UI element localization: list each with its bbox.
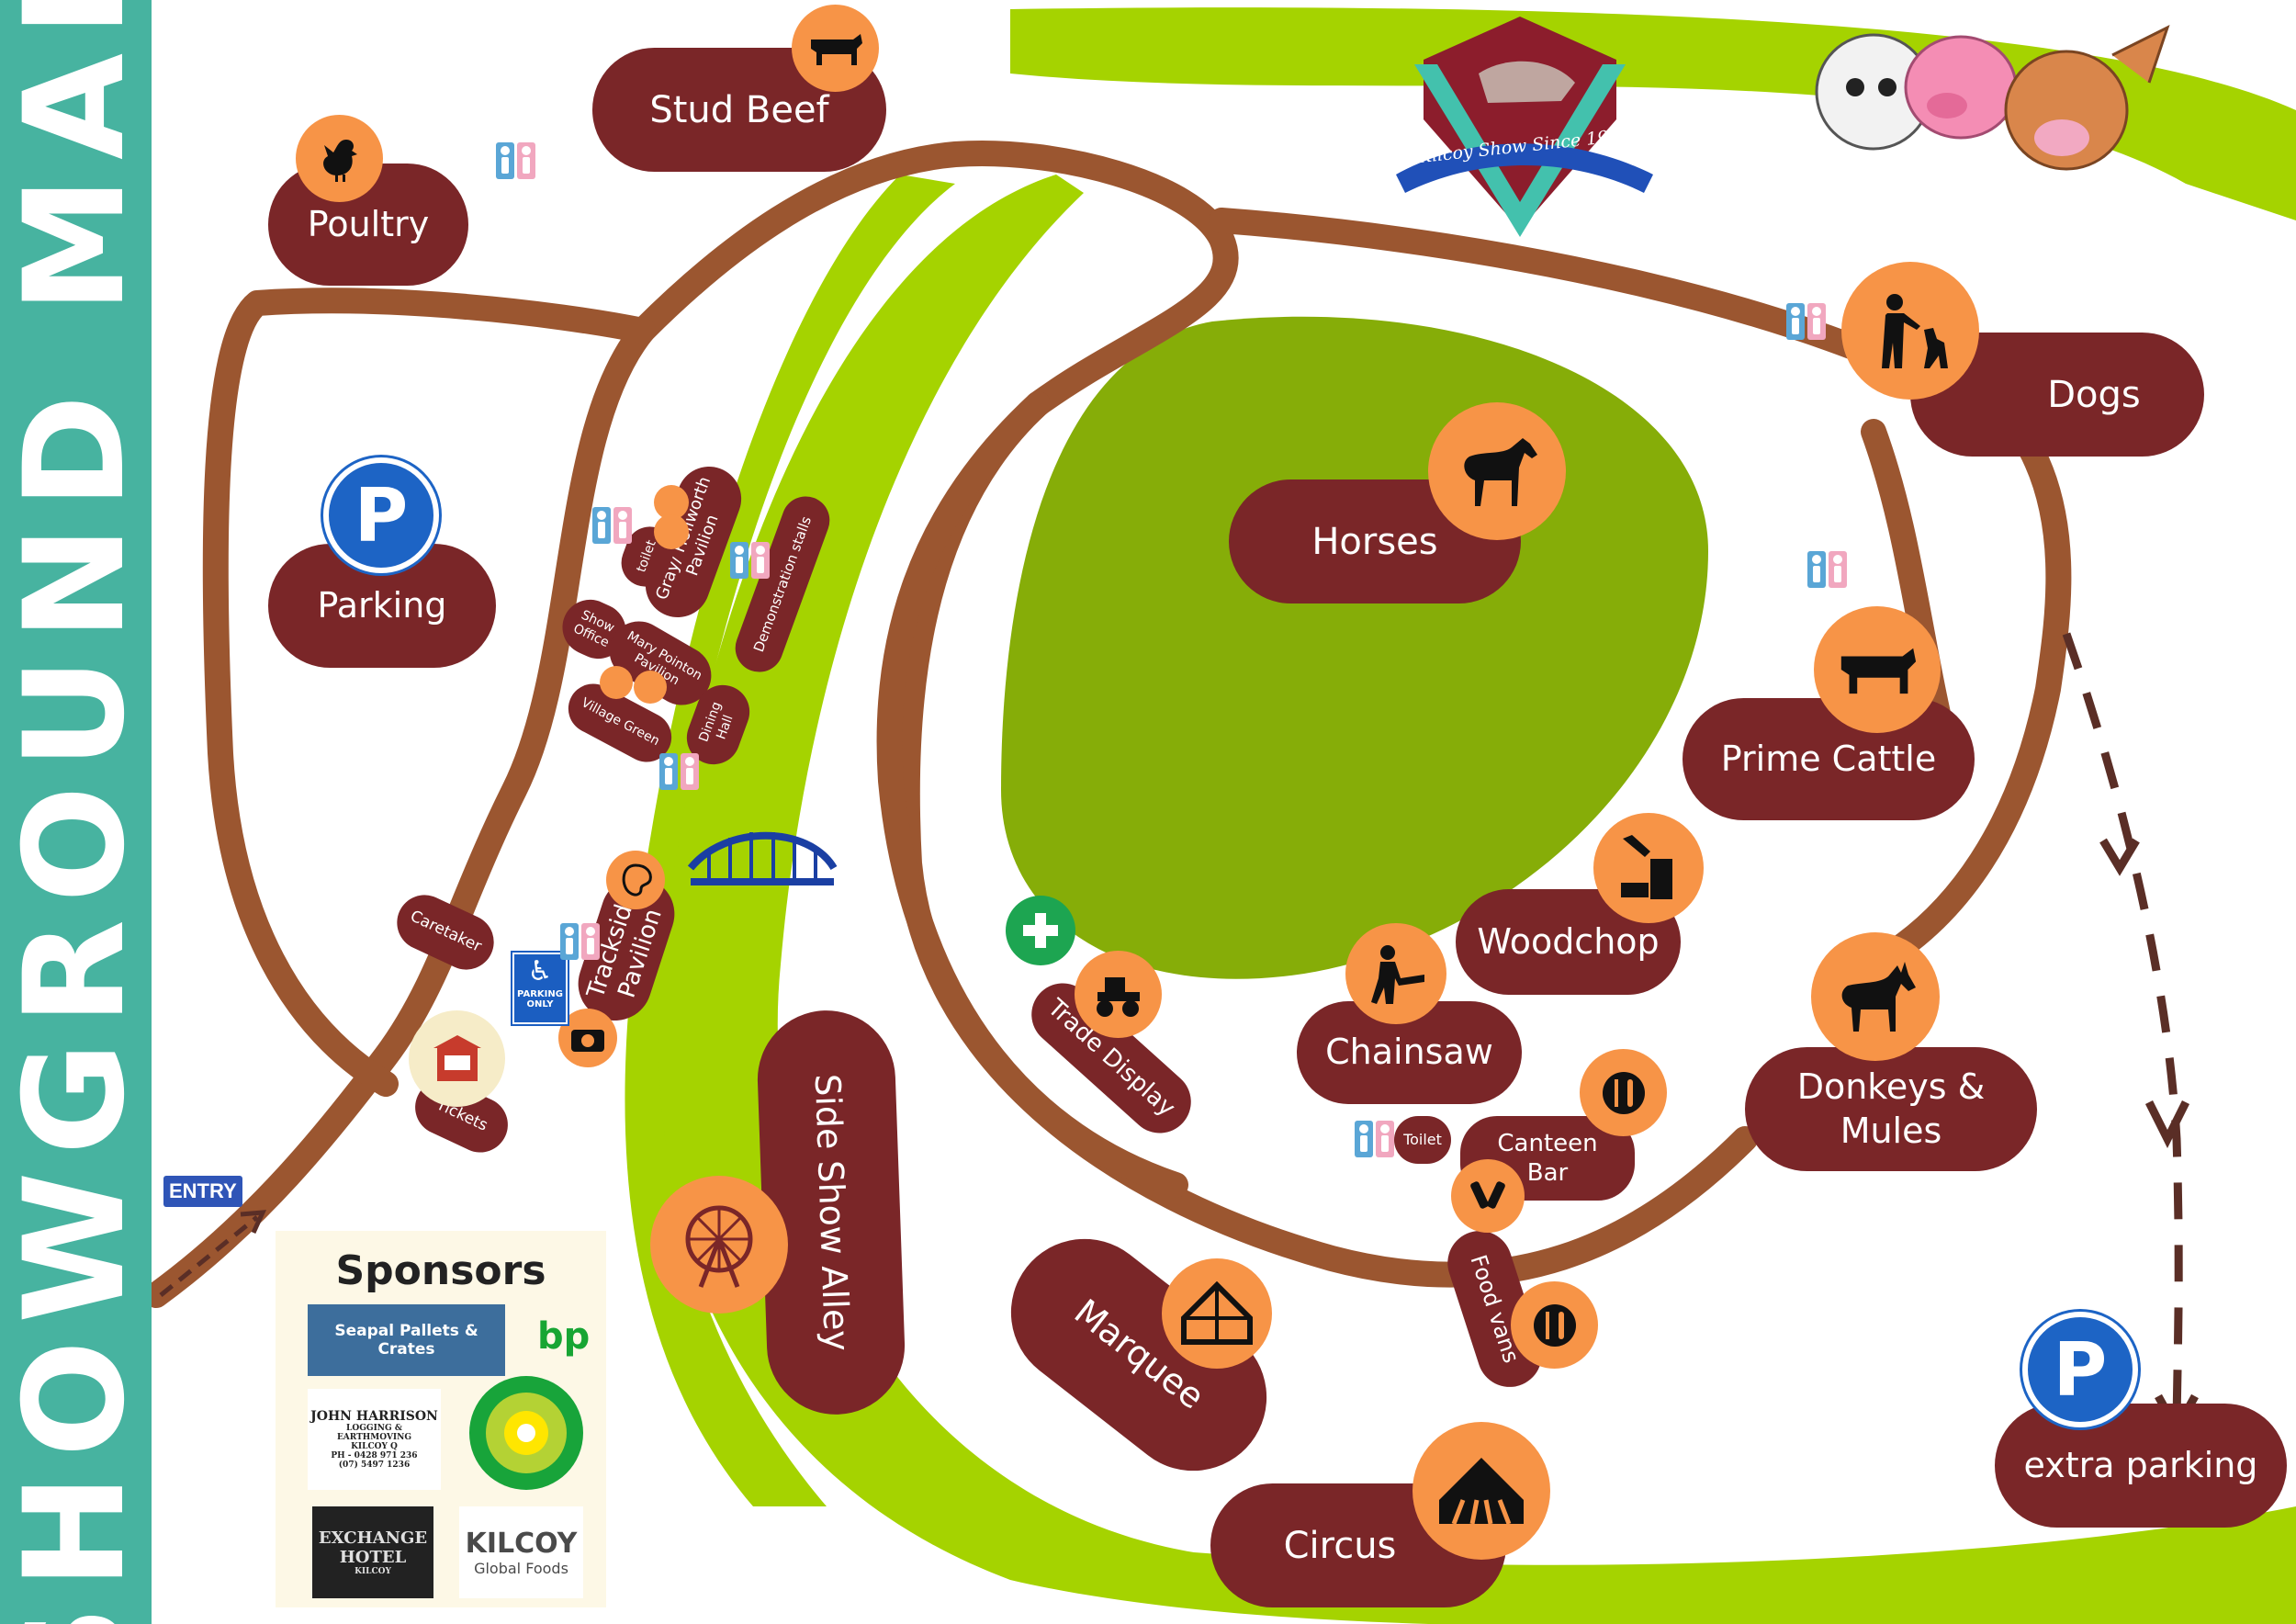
route-arrow-2 (2144, 1100, 2190, 1149)
toilet-label: Toilet (1403, 1131, 1442, 1148)
medical-cross-icon (1006, 896, 1075, 965)
toilet-icon (496, 142, 535, 179)
toilet-icon (659, 753, 699, 790)
donkeys-label-line1: Donkeys & (1796, 1066, 1986, 1107)
john-harrison-logo: JOHN HARRISON LOGGING & EARTHMOVING KILC… (308, 1389, 441, 1490)
cow-icon (792, 5, 879, 92)
prime-cattle-area[interactable]: Prime Cattle (1683, 698, 1975, 820)
donkeys-label-line2: Mules (1840, 1110, 1942, 1151)
canteen-bar-area[interactable]: Canteen Bar (1460, 1116, 1635, 1201)
circus-label: Circus (1283, 1524, 1397, 1567)
route-arrow-1 (2099, 838, 2140, 876)
entry-label: ENTRY (163, 1176, 242, 1207)
toilet-icon (1355, 1121, 1394, 1157)
tickets-booth-icon (409, 1010, 505, 1107)
horses-label: Horses (1311, 520, 1438, 563)
bridge-icon (687, 831, 838, 885)
side-show-alley-label: Side Show Alley (806, 1073, 858, 1352)
parking-p-icon: P (323, 457, 439, 573)
canteen-label-line2: Bar (1526, 1159, 1569, 1187)
road-network (143, 141, 2072, 1308)
cutlery-icon (1580, 1049, 1667, 1136)
kilcoy-global-foods-logo: KILCOY Global Foods (459, 1506, 583, 1598)
chicken-icon (296, 115, 383, 202)
extra-parking-label: extra parking (2023, 1444, 2258, 1485)
title-strip: SHOWGROUND MAP (0, 0, 152, 1624)
poultry-label: Poultry (307, 203, 430, 244)
toilet-icon (1807, 551, 1847, 588)
donkey-icon (1811, 932, 1940, 1061)
canteen-label-line1: Canteen (1497, 1129, 1598, 1157)
parking-label: Parking (317, 584, 447, 626)
pavilion-small-icon (654, 485, 689, 520)
bp-helios-logo (467, 1373, 586, 1493)
circus-tent-icon (1412, 1422, 1550, 1560)
seapal-logo: Seapal Pallets & Crates (308, 1304, 505, 1376)
extra-parking-p-icon: P (2022, 1312, 2138, 1427)
dogs-label: Dogs (2047, 373, 2141, 416)
exchange-hotel-logo: EXCHANGE HOTEL KILCOY (312, 1506, 433, 1598)
cattle-icon (1814, 606, 1941, 733)
disabled-parking-line1: PARKING (517, 989, 563, 999)
stud-beef-label: Stud Beef (649, 88, 829, 131)
prime-cattle-label: Prime Cattle (1720, 738, 1937, 779)
food-vans-cutlery-icon (1511, 1281, 1598, 1369)
camera-icon (558, 1009, 617, 1067)
entry-arrow (159, 1215, 259, 1297)
tractor-icon (1075, 951, 1162, 1038)
sponsors-title: Sponsors (335, 1247, 546, 1294)
chainsaw-area[interactable]: Chainsaw (1297, 1001, 1522, 1104)
axe-log-icon (1593, 813, 1704, 923)
village-small-icon (600, 666, 633, 699)
entry-arrow-head (240, 1210, 267, 1235)
beer-icon (1451, 1159, 1525, 1233)
ferris-wheel-icon (650, 1176, 788, 1314)
extra-parking-area[interactable]: extra parking (1995, 1404, 2287, 1528)
dog-trainer-icon (1841, 262, 1979, 400)
toilet-icon (730, 542, 770, 579)
extra-parking-route (2062, 632, 2183, 1434)
toilet-area[interactable]: Toilet (1394, 1116, 1451, 1164)
sponsors-panel: Sponsors Seapal Pallets & Crates bp JOHN… (276, 1231, 606, 1607)
farm-animals-illustration (1815, 25, 2170, 171)
toilet-icon (560, 923, 600, 960)
toilet-small-label: toilet (634, 538, 659, 575)
bp-text: bp (537, 1315, 591, 1358)
chainsaw-icon (1345, 923, 1446, 1024)
palette-icon (606, 851, 665, 909)
disabled-parking-line2: ONLY (526, 999, 554, 1009)
map-title: SHOWGROUND MAP (0, 0, 152, 1624)
dining-small-icon (634, 671, 667, 704)
show-logo (1396, 17, 1653, 237)
donkeys-mules-area[interactable]: Donkeys & Mules (1745, 1047, 2037, 1171)
toilet-icon (1786, 303, 1826, 340)
horse-icon (1428, 402, 1566, 540)
tent-icon (1162, 1258, 1272, 1369)
toilet-icon (592, 507, 632, 544)
woodchop-label: Woodchop (1477, 920, 1660, 962)
caretaker-label: Caretaker (407, 907, 485, 957)
office-small-icon (654, 514, 689, 549)
chainsaw-label: Chainsaw (1325, 1032, 1493, 1073)
accessible-parking-icon: ♿ PARKING ONLY (512, 953, 568, 1024)
